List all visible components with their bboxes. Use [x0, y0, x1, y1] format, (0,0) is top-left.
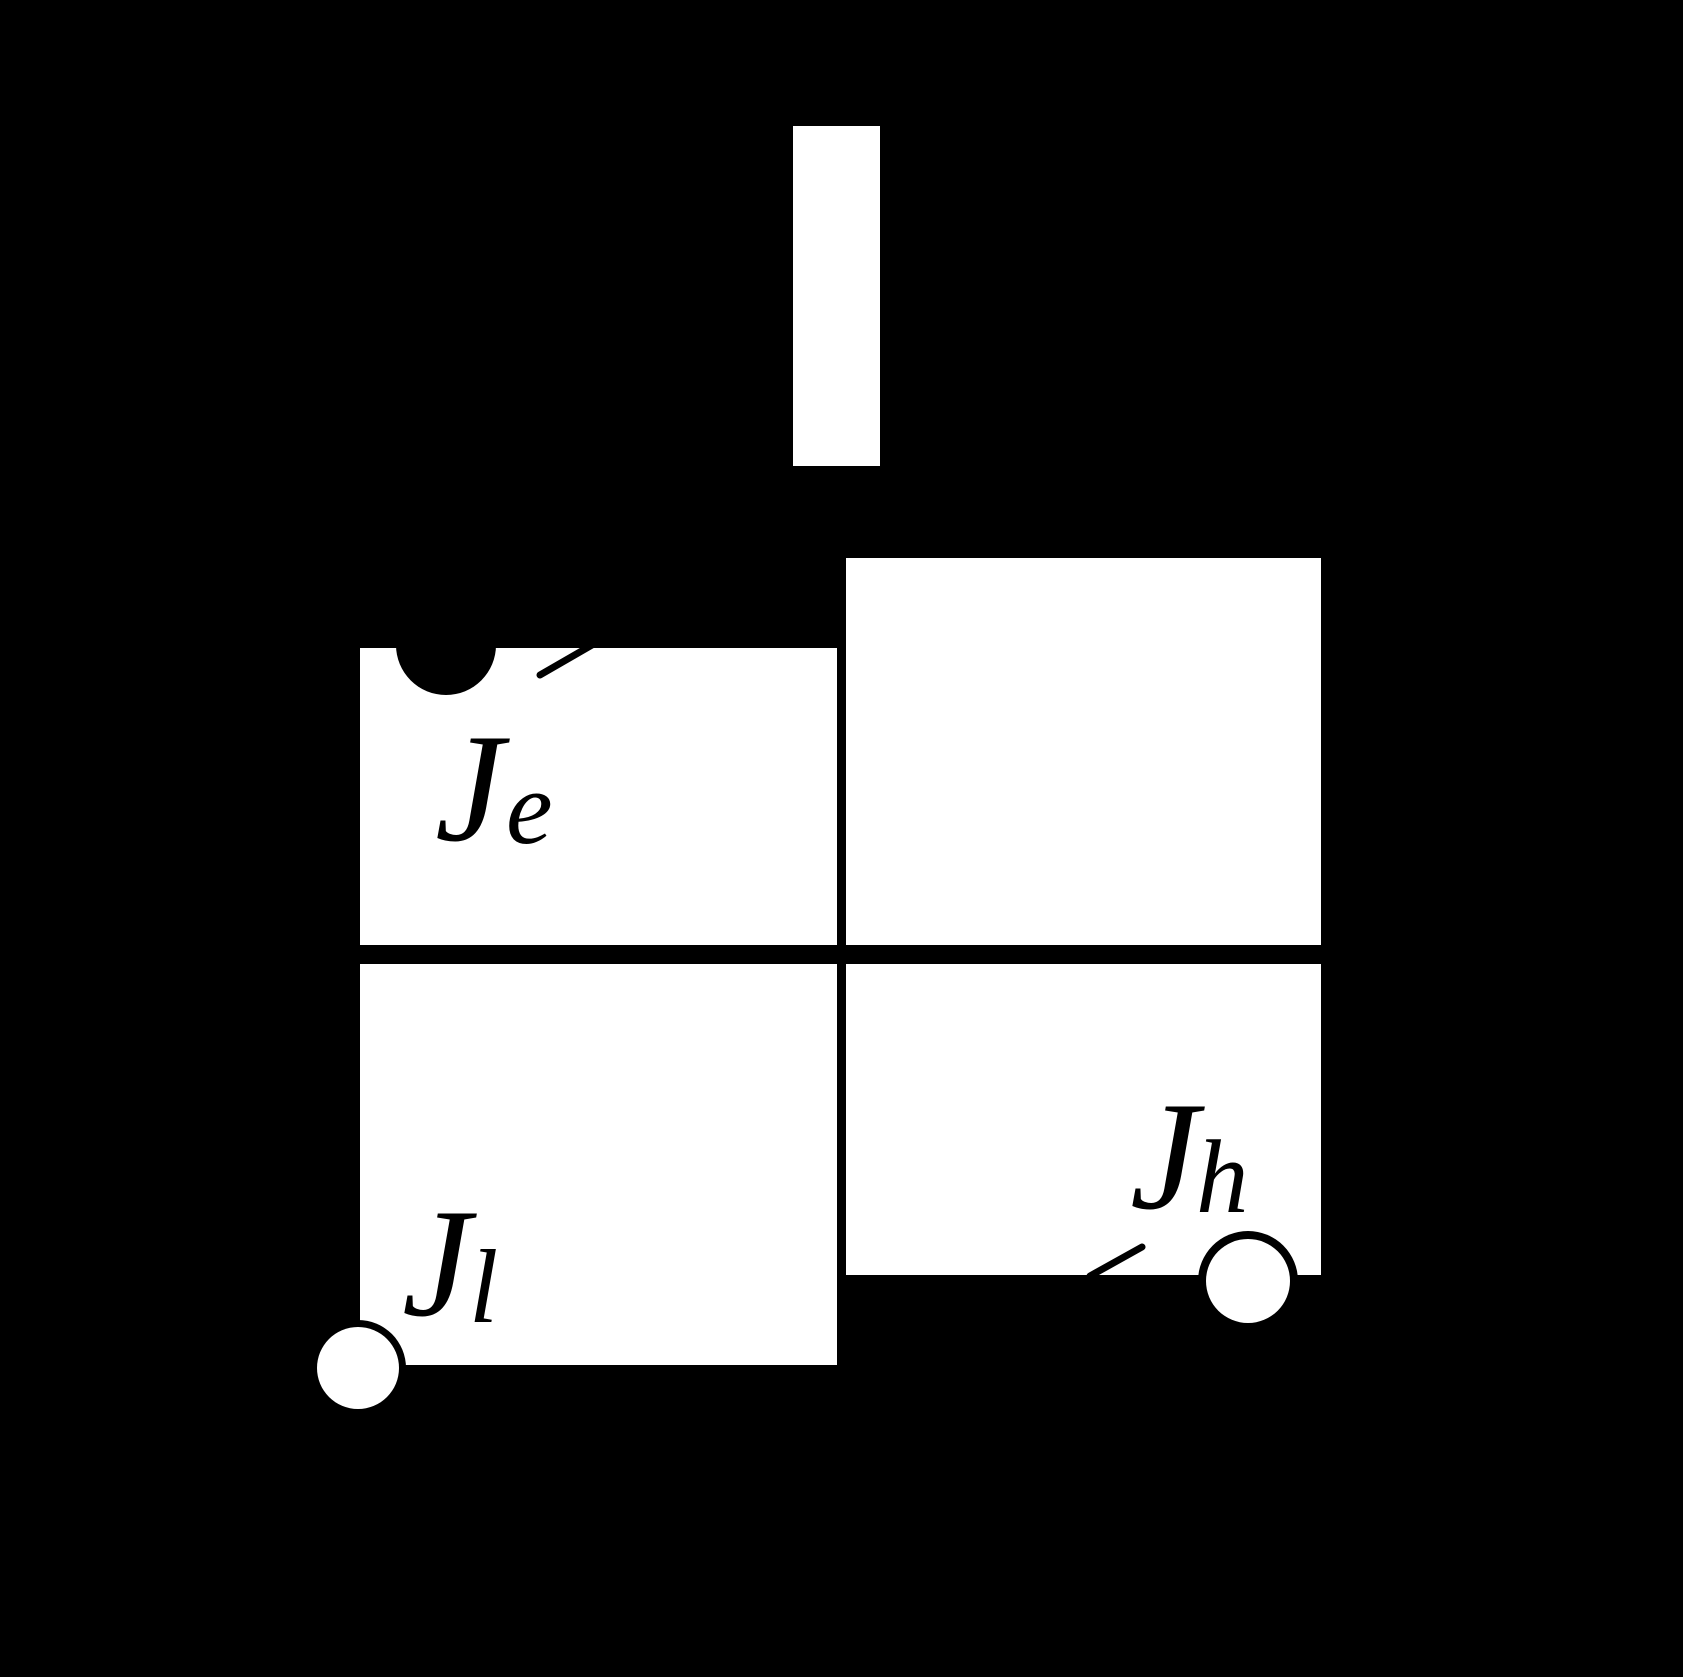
je-pointer-line: [536, 641, 596, 679]
bottom-left-panel: [360, 964, 837, 1365]
je-label: J: [435, 702, 510, 874]
top-left-panel: [360, 648, 837, 945]
lower-left-marker: [317, 1327, 399, 1409]
electron-marker: [396, 595, 496, 695]
lower-right-marker: [1206, 1239, 1290, 1323]
jl-subscript: l: [469, 1228, 498, 1345]
top-right-panel: [846, 558, 1321, 945]
jh-label: J: [1130, 1070, 1205, 1242]
jh-subscript: h: [1196, 1118, 1249, 1235]
jh-pointer-line: [1086, 1243, 1146, 1280]
top-bar: [793, 126, 880, 466]
jl-label: J: [402, 1177, 477, 1349]
je-subscript: e: [506, 749, 553, 866]
bottom-right-panel: [846, 964, 1321, 1275]
device-caption: Device: [683, 1478, 989, 1590]
